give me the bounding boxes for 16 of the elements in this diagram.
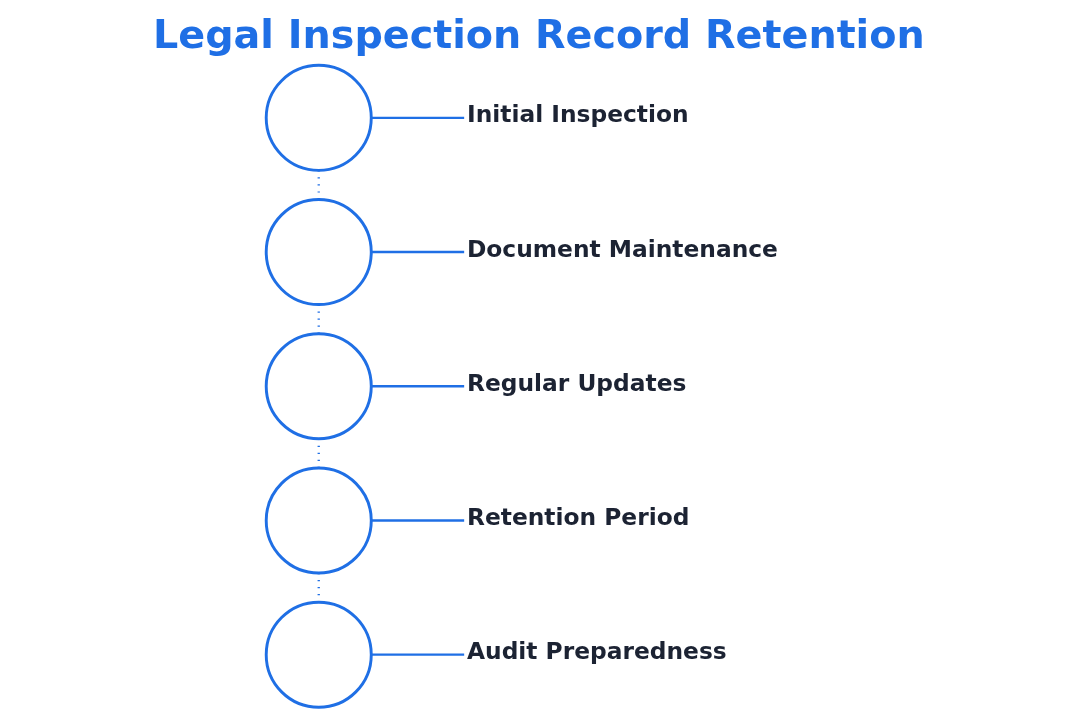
node-circle: [264, 466, 373, 575]
connector: [370, 653, 464, 656]
connector: [370, 519, 464, 522]
node-circle: [264, 332, 373, 441]
node-text: Initial Inspection: [466, 100, 689, 129]
node-circle: [264, 63, 373, 172]
node-text: Regular Updates: [466, 368, 686, 397]
node-text: Retention Period: [466, 503, 689, 532]
connector: [370, 116, 464, 119]
node-text: Audit Preparedness: [466, 637, 727, 666]
connector: [370, 250, 464, 254]
node-circle: [264, 600, 373, 709]
connector: [370, 385, 464, 388]
diagram-title: Legal Inspection Record Retention: [152, 11, 925, 58]
node-text: Document Maintenance: [466, 234, 778, 263]
node-circle: [264, 198, 373, 306]
